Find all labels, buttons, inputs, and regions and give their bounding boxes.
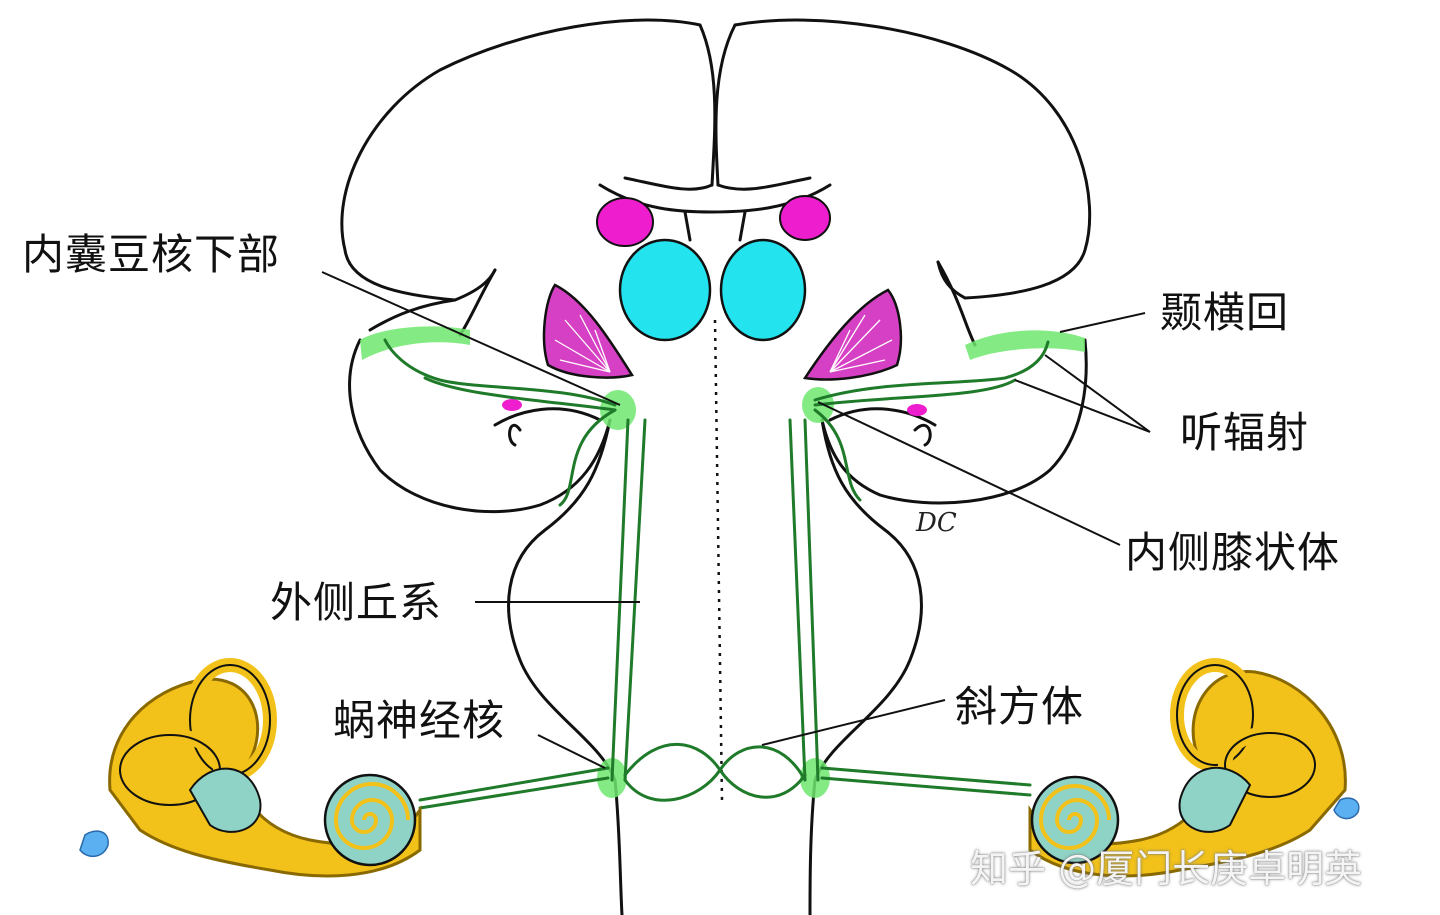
auditory-pathways — [383, 338, 1050, 810]
leader-lines — [321, 271, 1151, 769]
thalamus-left — [618, 238, 712, 342]
label-internal-capsule-sublenticular: 内囊豆核下部 — [22, 230, 281, 279]
lentiform-nucleus-right — [802, 288, 903, 381]
spot-left — [502, 399, 522, 411]
thalamus-right — [719, 238, 807, 342]
green-highlights — [360, 326, 1085, 798]
label-acoustic-radiation: 听辐射 — [1180, 408, 1310, 457]
midline — [713, 319, 724, 801]
label-lateral-lemniscus: 外侧丘系 — [270, 578, 443, 627]
cochlea-spiral-left — [323, 773, 417, 867]
lentiform-nucleus-left — [542, 283, 634, 379]
caudate-left — [596, 197, 654, 247]
ear-right — [1028, 658, 1360, 878]
ear-left — [79, 658, 422, 878]
watermark: 知乎 @厦门长庚卓明英 — [970, 847, 1363, 891]
label-trapezoid-body: 斜方体 — [955, 682, 1085, 731]
label-transverse-temporal-gyrus: 颞横回 — [1160, 288, 1290, 337]
label-cochlear-nucleus: 蜗神经核 — [333, 696, 506, 745]
thalamus — [596, 195, 831, 342]
caudate-right — [779, 195, 831, 241]
brain-outline — [340, 18, 1092, 915]
artist-signature: DC — [916, 508, 957, 538]
label-medial-geniculate-body: 内侧膝状体 — [1125, 528, 1341, 577]
spot-right — [907, 404, 927, 416]
